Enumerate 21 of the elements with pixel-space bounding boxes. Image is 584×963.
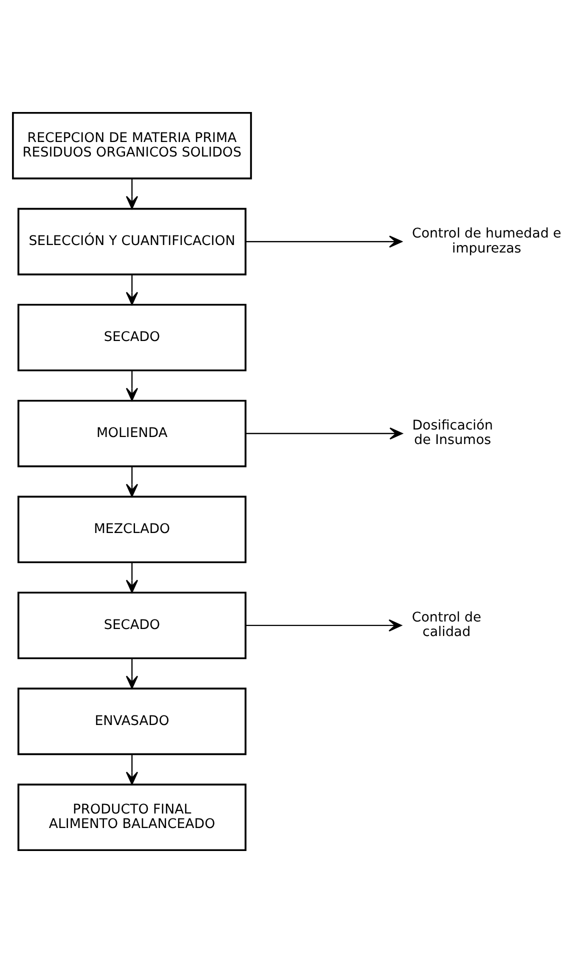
arrow	[126, 658, 138, 689]
arrow	[126, 178, 138, 210]
arrow	[246, 427, 403, 440]
node-text: Control de humedad e impurezas	[412, 226, 562, 256]
node-box: SECADO	[18, 592, 246, 660]
arrow	[246, 236, 402, 248]
node-box: MEZCLADO	[18, 496, 246, 564]
arrow	[126, 754, 138, 785]
node-box: RECEPCION DE MATERIA PRIMA RESIDUOS ORGANICOS SOLIDOS	[12, 112, 252, 180]
node-box: SELECCIÓN Y CUANTIFICACION	[18, 208, 246, 276]
node-text: Dosificación de Insumos	[412, 418, 494, 448]
node-box: ENVASADO	[18, 688, 246, 756]
arrow	[126, 466, 138, 497]
node-box: SECADO	[18, 304, 246, 372]
node-box: MOLIENDA	[18, 400, 246, 468]
node-text: Control de calidad	[412, 610, 482, 640]
arrow	[246, 619, 402, 632]
arrow	[126, 370, 138, 402]
node-box: PRODUCTO FINAL ALIMENTO BALANCEADO	[18, 784, 246, 852]
arrow	[126, 562, 138, 593]
arrow	[126, 274, 138, 306]
